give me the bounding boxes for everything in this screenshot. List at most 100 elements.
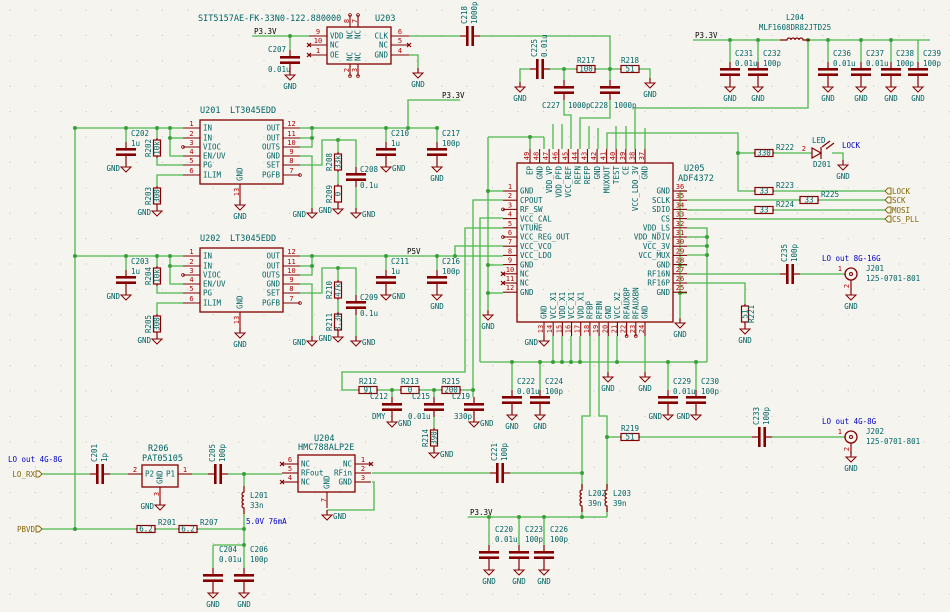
- wire[interactable]: [300, 266, 313, 276]
- capacitor-c212-value: DMY: [372, 412, 386, 421]
- ic-u205-pin-name: EP: [526, 166, 535, 176]
- ic-u205-pin-number: 9: [508, 257, 512, 265]
- resistor-r215-ref: R215: [442, 377, 460, 386]
- wire[interactable]: [156, 158, 183, 166]
- capacitor-c205-value: 100p: [218, 443, 227, 462]
- wire[interactable]: [409, 54, 419, 68]
- grid-dot: [619, 111, 621, 113]
- grid-dot: [669, 85, 672, 87]
- wire[interactable]: [519, 68, 530, 82]
- wire[interactable]: [579, 100, 611, 149]
- resistor-r221-ref: R221: [747, 305, 756, 323]
- grid-dot: [720, 85, 722, 87]
- grid-dot: [390, 415, 392, 417]
- wire[interactable]: [341, 227, 503, 391]
- junction-dot: [384, 254, 388, 258]
- junction-dot: [528, 135, 532, 139]
- grid-dot: [365, 136, 367, 138]
- grid-dot: [593, 492, 595, 494]
- ic-u202-pin-number: 5: [189, 285, 193, 293]
- gnd-icon: [673, 322, 687, 329]
- grid-dot: [60, 593, 62, 595]
- grid-dot: [847, 60, 849, 62]
- wire[interactable]: [300, 138, 313, 148]
- grid-dot: [517, 492, 519, 494]
- wire[interactable]: [479, 217, 503, 362]
- wire[interactable]: [563, 100, 572, 149]
- wire[interactable]: [640, 68, 651, 78]
- junction-dot: [694, 360, 698, 364]
- resistor-r210-body: [333, 281, 343, 299]
- wire[interactable]: [687, 282, 746, 304]
- grid-dot: [466, 9, 468, 11]
- capacitor-c217-plate: [427, 153, 447, 156]
- capacitor-c216-plate: [427, 281, 447, 284]
- grid-dot: [34, 212, 37, 214]
- grid-dot: [60, 466, 62, 468]
- grid-dot: [365, 34, 367, 37]
- ic-u202-pin-number: 6: [189, 295, 193, 303]
- grid-dot: [9, 390, 11, 392]
- ic-u205-pin-number: 11: [506, 275, 514, 283]
- wire[interactable]: [300, 256, 313, 267]
- grid-dot: [644, 517, 646, 519]
- grid-dot: [187, 60, 189, 62]
- capacitor-c235-ref: C235: [780, 244, 789, 262]
- wire[interactable]: [156, 302, 183, 314]
- grid-dot: [847, 415, 849, 417]
- capacitor-c230-ref: C230: [701, 377, 720, 386]
- ic-u205-pin-number: 4: [508, 211, 512, 219]
- grid-dot: [796, 568, 799, 570]
- gnd-icon: [233, 204, 247, 211]
- wire[interactable]: [300, 283, 313, 336]
- grid-dot: [873, 415, 875, 417]
- wire[interactable]: [169, 256, 183, 285]
- grid-dot: [415, 161, 417, 163]
- wire[interactable]: [832, 152, 844, 160]
- capacitor-c211-value: 1u: [391, 267, 400, 276]
- wire[interactable]: [300, 155, 313, 208]
- grid-dot: [669, 542, 672, 545]
- grid-dot: [441, 85, 443, 87]
- junction-dot: [605, 435, 609, 439]
- grid-dot: [85, 263, 87, 265]
- wire[interactable]: [472, 199, 503, 397]
- wire[interactable]: [687, 227, 708, 362]
- gnd-icon: [467, 421, 481, 428]
- grid-dot: [111, 263, 113, 265]
- grid-dot: [441, 9, 443, 11]
- grid-dot: [695, 212, 697, 214]
- grid-dot: [771, 492, 773, 494]
- grid-dot: [441, 339, 443, 341]
- grid-dot: [542, 111, 545, 113]
- grid-dot: [441, 187, 443, 189]
- grid-dot: [314, 60, 316, 62]
- grid-dot: [517, 9, 519, 11]
- grid-dot: [34, 187, 37, 189]
- ic-u205-pin-number: 38: [628, 152, 636, 160]
- grid-dot: [111, 34, 113, 37]
- gnd-label: GND: [411, 80, 425, 89]
- wire[interactable]: [327, 481, 375, 511]
- wire[interactable]: [634, 40, 809, 149]
- wire[interactable]: [480, 35, 611, 80]
- wire[interactable]: [606, 132, 754, 192]
- wire[interactable]: [300, 139, 357, 167]
- wire[interactable]: [300, 267, 357, 295]
- wire[interactable]: [407, 99, 460, 128]
- wire[interactable]: [598, 336, 608, 488]
- ic-u203-ref: U203: [375, 14, 395, 24]
- wire[interactable]: [169, 128, 183, 157]
- ic-u201-pin-name: OUT: [266, 134, 280, 143]
- grid-dot: [238, 263, 240, 265]
- wire[interactable]: [300, 128, 313, 139]
- grid-dot: [415, 136, 417, 138]
- capacitor-c203-value: 1u: [131, 267, 140, 276]
- wire[interactable]: [156, 174, 183, 186]
- wire[interactable]: [156, 286, 183, 294]
- grid-dot: [238, 365, 240, 367]
- wire[interactable]: [581, 336, 591, 488]
- wire[interactable]: [454, 245, 503, 256]
- junction-dot: [310, 136, 314, 140]
- ic-u205-pin-name: CE: [622, 166, 631, 176]
